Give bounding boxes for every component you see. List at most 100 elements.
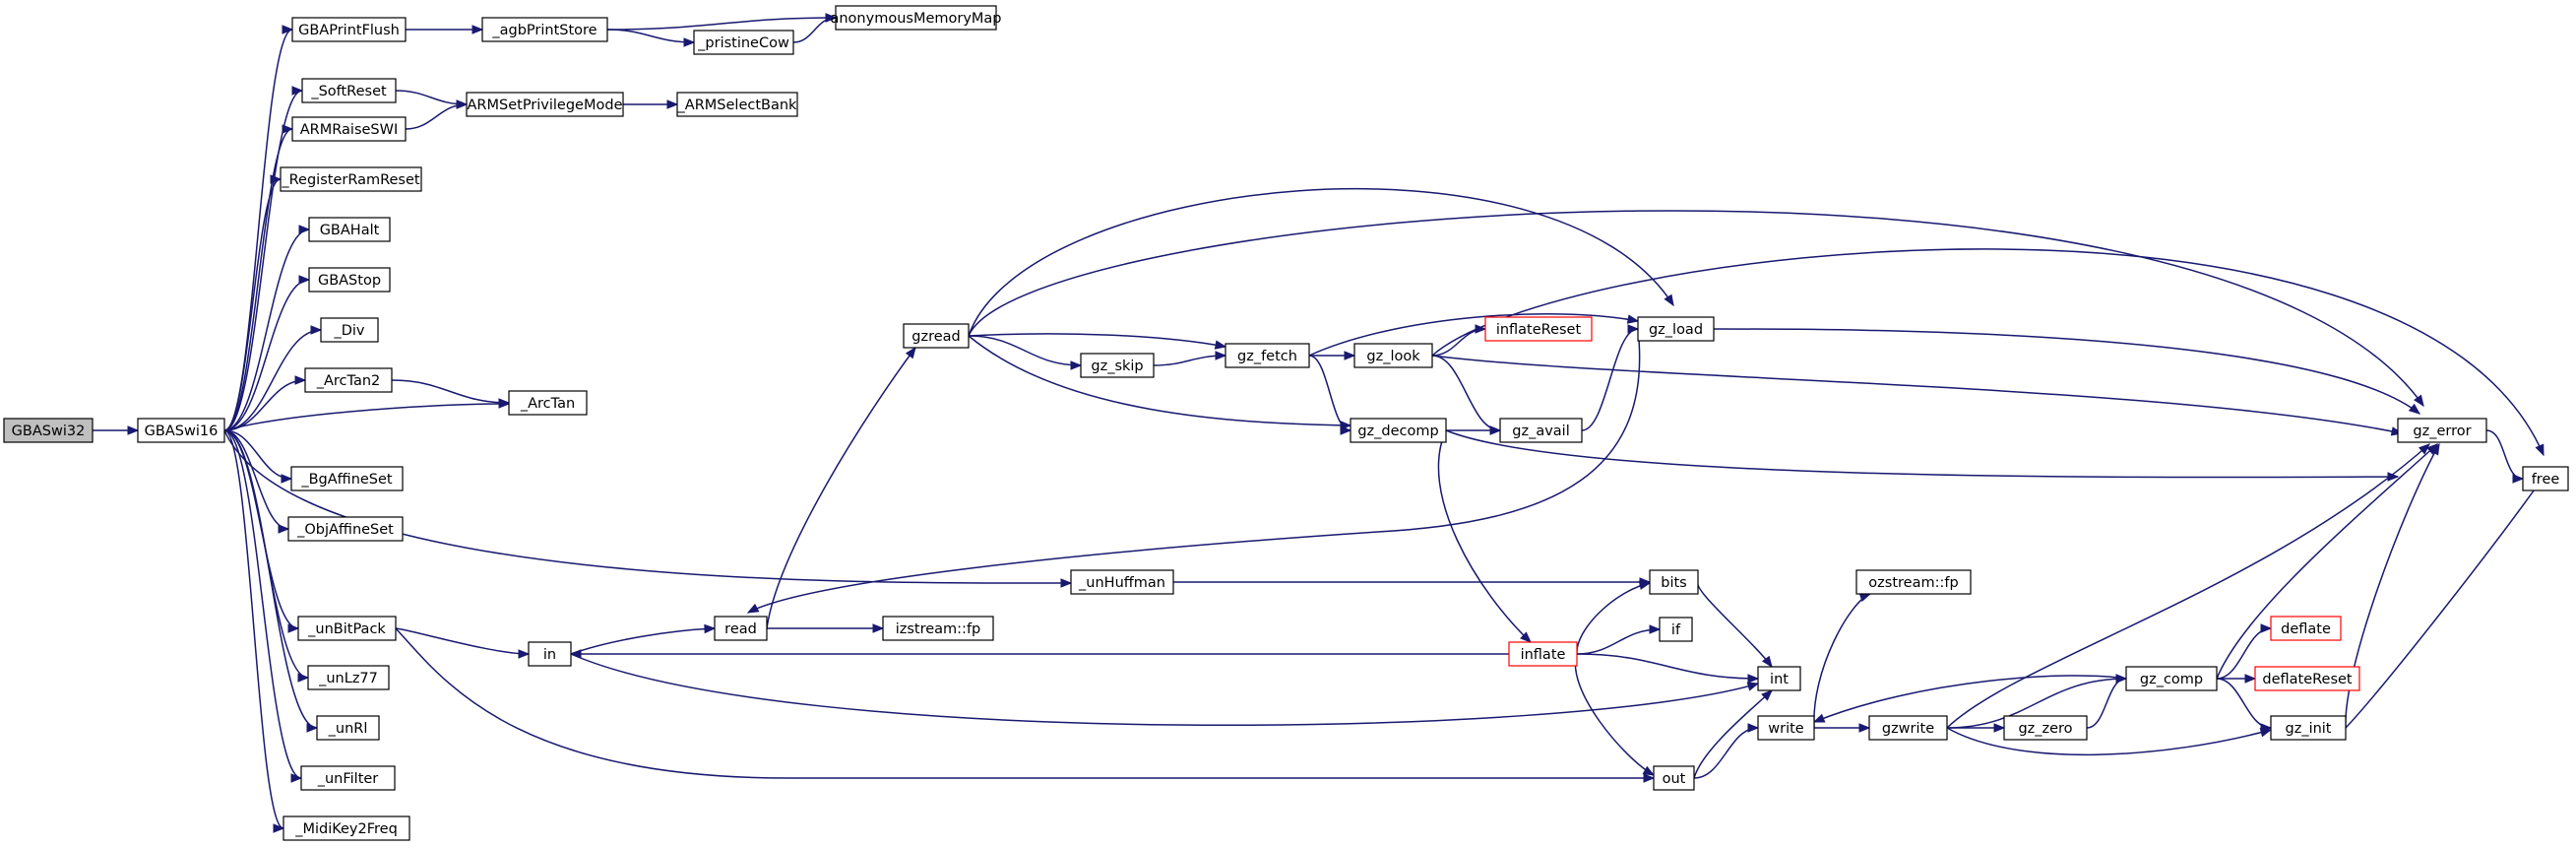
node-pristine-cow[interactable]: _pristineCow: [693, 30, 794, 55]
node-label: if: [1671, 622, 1681, 638]
node-armraise-swi[interactable]: ARMRaiseSWI: [291, 116, 407, 142]
node-box: [2522, 466, 2569, 491]
edge-line: [1153, 355, 1226, 366]
node-gz-load[interactable]: gz_load: [1637, 316, 1715, 342]
arrowhead-icon: [297, 673, 310, 683]
arrowhead-icon: [1761, 689, 1773, 701]
node-div[interactable]: _Div: [320, 317, 379, 343]
node-box: [283, 815, 410, 841]
node-gbaswi16[interactable]: GBASwi16: [137, 418, 225, 443]
arrowhead-icon: [1626, 314, 1640, 324]
node-gz-avail[interactable]: gz_avail: [1499, 418, 1583, 443]
node-midi-key2-freq[interactable]: _MidiKey2Freq: [283, 815, 410, 841]
node-armset-privilege-mode[interactable]: ARMSetPrivilegeMode: [466, 92, 624, 117]
edge-gbaswi32-to-gbaswi16: [93, 425, 140, 435]
node-ozstream-fp[interactable]: ozstream::fp: [1855, 569, 1972, 595]
node-gzread[interactable]: gzread: [903, 323, 970, 349]
node-box: [1757, 666, 1801, 691]
node-box: [1499, 418, 1583, 443]
node-gz-zero[interactable]: gz_zero: [2003, 715, 2088, 741]
node-izstream-fp[interactable]: izstream::fp: [882, 616, 994, 641]
edge-line: [1431, 328, 1486, 357]
node-in[interactable]: in: [528, 641, 572, 667]
edge-gzread-to-gz-error: [968, 210, 2424, 408]
edge-layer: [93, 13, 2545, 833]
node-gz-skip[interactable]: gz_skip: [1080, 353, 1155, 378]
node-label: GBAStop: [318, 273, 381, 289]
node-inflate-reset[interactable]: inflateReset: [1484, 316, 1593, 342]
node-un-bit-pack[interactable]: _unBitPack: [297, 616, 397, 641]
node-un-filter[interactable]: _unFilter: [300, 765, 396, 791]
edge-line: [2345, 479, 2543, 729]
node-agb-print-store[interactable]: _agbPrintStore: [481, 17, 608, 42]
node-un-huffman[interactable]: _unHuffman: [1070, 569, 1174, 595]
node-bg-affine-set[interactable]: _BgAffineSet: [290, 466, 404, 491]
node-deflate[interactable]: deflate: [2270, 616, 2342, 641]
arrowhead-icon: [498, 398, 511, 408]
node-deflate-reset[interactable]: deflateReset: [2254, 666, 2360, 691]
arrowhead-icon: [1060, 578, 1073, 588]
node-label: gzwrite: [1882, 721, 1934, 737]
arrowhead-icon: [746, 603, 760, 614]
edge-inflate-to-out: [1574, 653, 1656, 776]
node-out[interactable]: out: [1653, 765, 1695, 791]
edge-gbaswi16-to-arc-tan2: [223, 375, 307, 431]
edge-line: [395, 90, 468, 105]
node-box: [304, 367, 393, 393]
edge-agb-print-store-to-anonymous-memory-map: [606, 13, 838, 31]
edge-line: [968, 188, 1674, 337]
node-box: [1855, 569, 1972, 595]
node-free[interactable]: free: [2522, 466, 2569, 491]
arrowhead-icon: [1638, 580, 1652, 590]
arrowhead-icon: [298, 225, 311, 234]
edge-line: [223, 279, 310, 431]
arrowhead-icon: [278, 524, 290, 534]
edge-gzread-to-gz-skip: [968, 335, 1083, 370]
node-gzwrite[interactable]: gzwrite: [1868, 715, 1948, 741]
node-box: [1868, 715, 1948, 741]
edge-line: [1813, 593, 1871, 729]
edge-line: [2485, 429, 2524, 480]
node-un-rl[interactable]: _unRl: [316, 715, 380, 741]
node-gz-error[interactable]: gz_error: [2397, 418, 2487, 443]
edge-line: [223, 429, 318, 729]
node-anonymous-memory-map[interactable]: anonymousMemoryMap: [830, 5, 1002, 31]
node-label: GBAHalt: [320, 223, 380, 238]
node-label: _BgAffineSet: [300, 472, 393, 488]
node-register-ram-reset[interactable]: _RegisterRamReset: [280, 166, 422, 192]
edge-gzwrite-to-gz-init: [1946, 727, 2273, 756]
edge-gbaswi16-to-midi-key2-freq: [223, 429, 285, 833]
node-arc-tan2[interactable]: _ArcTan2: [304, 367, 393, 393]
node-gz-fetch[interactable]: gz_fetch: [1225, 343, 1310, 368]
edge-line: [968, 210, 2424, 407]
node-obj-affine-set[interactable]: _ObjAffineSet: [287, 516, 404, 542]
node-bits[interactable]: bits: [1649, 569, 1699, 595]
node-gbastop[interactable]: GBAStop: [308, 267, 391, 293]
node-armselect-bank[interactable]: _ARMSelectBank: [676, 92, 798, 117]
node-write[interactable]: write: [1757, 715, 1815, 741]
arrowhead-icon: [270, 174, 283, 184]
node-gz-decomp[interactable]: gz_decomp: [1350, 418, 1447, 443]
node-read[interactable]: read: [714, 616, 768, 641]
node-un-lz77[interactable]: _unLz77: [307, 665, 390, 690]
node-label: _unBitPack: [307, 621, 386, 637]
edge-gz-look-to-free: [1431, 248, 2545, 457]
node-gbahalt[interactable]: GBAHalt: [308, 217, 391, 242]
node-soft-reset[interactable]: _SoftReset: [301, 78, 397, 103]
node-label: _ArcTan: [520, 396, 575, 412]
node-arc-tan[interactable]: _ArcTan: [508, 390, 588, 416]
edge-line: [223, 429, 1072, 584]
node-if[interactable]: if: [1659, 617, 1693, 642]
node-gz-init[interactable]: gz_init: [2270, 715, 2347, 741]
edge-line: [1437, 429, 1532, 643]
node-int[interactable]: int: [1757, 666, 1801, 691]
node-gbaprint-flush[interactable]: GBAPrintFlush: [291, 17, 407, 42]
edge-bits-to-int: [1697, 581, 1773, 669]
node-box: [714, 616, 768, 641]
arrowhead-icon: [291, 86, 304, 96]
node-label: GBASwi32: [12, 424, 86, 439]
node-gz-look[interactable]: gz_look: [1353, 343, 1433, 368]
node-gz-comp[interactable]: gz_comp: [2125, 666, 2218, 691]
node-label: gz_decomp: [1357, 424, 1438, 439]
node-inflate[interactable]: inflate: [1508, 641, 1578, 667]
